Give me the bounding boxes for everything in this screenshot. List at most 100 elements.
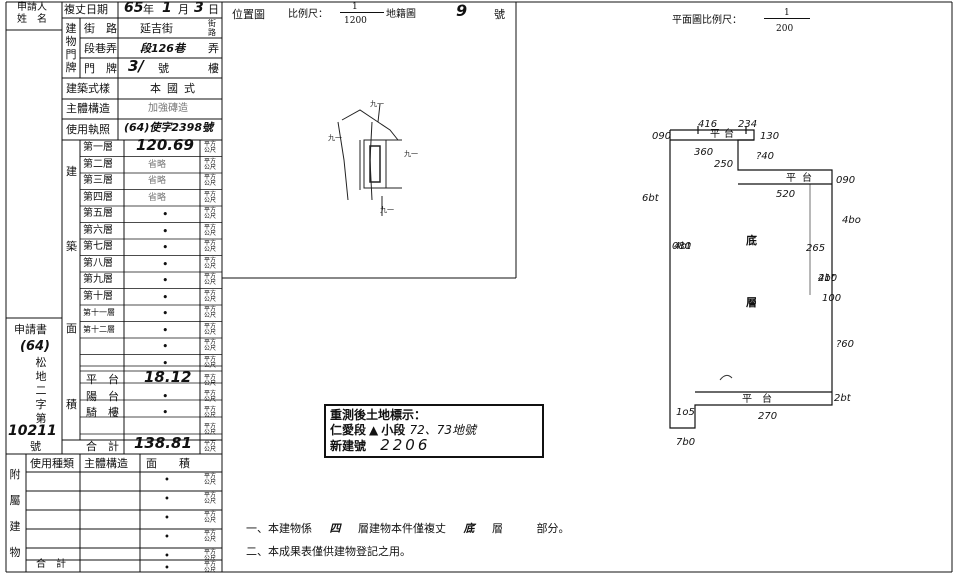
plan-dimension: 270 [758, 411, 778, 422]
unit-sqm: 平方公尺 [204, 157, 217, 171]
lane-value: 段126巷 [140, 42, 185, 55]
street-unit: 街路 [208, 19, 216, 37]
plan-dimension: 4bo [842, 215, 861, 226]
resurvey-line2: 仁愛段▲小段 72、73地號 [330, 423, 476, 437]
floors-label-top: 建 [66, 165, 77, 178]
sheet-number: 9 [456, 1, 468, 20]
floor-value: 省略 [148, 159, 167, 170]
annex-area-dot: • [164, 513, 170, 524]
unit-sqm: 平方公尺 [204, 423, 217, 436]
unit-sqm: 平方公尺 [204, 374, 217, 387]
plan-dimension: 090 [652, 131, 672, 142]
unit-sqm: 平方公尺 [204, 289, 217, 303]
svg-text:九一: 九一 [380, 205, 394, 214]
building-style-value: 本國式 [150, 82, 201, 95]
unit-sqm: 平方公尺 [204, 473, 217, 486]
building-style-label: 建築式樣 [66, 82, 110, 95]
floor-label: 第八層 [83, 257, 113, 269]
plan-dimension: 250 [714, 159, 734, 170]
unit-sqm: 平方公尺 [204, 492, 217, 505]
floors-label-bot: 面 [66, 322, 77, 335]
unit-sqm: 平方公尺 [204, 322, 217, 336]
note-line1: 一、本建物係 四 層建物本件僅複丈 底 層 部分。 [246, 522, 570, 535]
floor-label: 第十層 [83, 290, 113, 302]
floor-value: • [162, 356, 169, 370]
unit-sqm: 平方公尺 [204, 511, 217, 524]
application-label: 申請書 [14, 323, 47, 336]
floor-label: 第六層 [83, 224, 113, 236]
lane-unit: 弄 [208, 42, 219, 55]
floors-label-mid: 築 [66, 240, 77, 253]
unit-sqm: 平方公尺 [204, 207, 217, 220]
plan-dimension: 265 [806, 243, 826, 254]
floor-value: • [162, 241, 169, 254]
svg-text:九一: 九一 [328, 133, 342, 142]
resurvey-line1: 重測後土地標示： [330, 408, 427, 422]
unit-sqm: 平方公尺 [204, 273, 217, 286]
resurvey-stamp: 重測後土地標示： 仁愛段▲小段 72、73地號 新建號 2206 [324, 404, 544, 458]
location-map-scale-num: 1 [352, 2, 358, 12]
street-value: 延吉街 [140, 22, 173, 35]
application-year: (64) [20, 339, 50, 354]
plan-platform-top: 平台 [710, 129, 738, 140]
survey-date-year: 65 [124, 0, 144, 16]
location-map-scale-label: 比例尺： [288, 9, 328, 20]
platform-value: 18.12 [144, 368, 192, 386]
unit-sqm: 平方公尺 [204, 256, 217, 270]
plan-dimension: 6bt [642, 193, 659, 204]
plan-scale-num: 1 [784, 8, 790, 18]
license-value: (64)使字2398號 [124, 121, 213, 134]
number-value: 3/ [128, 57, 144, 75]
unit-sqm: 平方公尺 [204, 549, 217, 562]
survey-date-month-unit: 月 [178, 3, 189, 16]
plan-dimension: 520 [776, 189, 796, 200]
plan-platform-bottom: 平 台 [742, 394, 772, 405]
balcony-label: 陽 台 [86, 390, 119, 403]
plan-floor-word: 底 [746, 234, 757, 247]
platform-label: 平 台 [86, 373, 119, 386]
plan-dimension: 1o5 [676, 407, 695, 418]
floor-value: 省略 [148, 192, 167, 203]
annex-area-dot: • [164, 494, 170, 505]
unit-sqm: 平方公尺 [204, 306, 217, 319]
annex-total-label: 合 計 [36, 559, 66, 570]
floor-label: 第九層 [83, 274, 113, 285]
unit-sqm: 平方公尺 [204, 141, 217, 154]
location-map-scale-den: 1200 [344, 16, 367, 26]
annex-area-dot: • [164, 475, 170, 486]
survey-date-year-unit: 年 [143, 3, 154, 16]
balcony-value: • [162, 390, 169, 403]
floor-value: • [162, 274, 169, 287]
annex-area-dot: • [164, 532, 170, 543]
applicant-label: 申請人 姓 名 [17, 2, 47, 25]
unit-sqm: 平方公尺 [204, 561, 217, 574]
unit-sqm: 平方公尺 [204, 355, 217, 369]
resurvey-line3: 新建號 2206 [330, 436, 431, 454]
plan-dimension: 234 [738, 119, 758, 130]
unit-sqm: 平方公尺 [204, 240, 217, 253]
unit-sqm: 平方公尺 [204, 174, 217, 187]
number-label: 門 牌 [84, 62, 117, 75]
floor-value: • [162, 224, 169, 238]
floor-label: 第四層 [83, 191, 113, 203]
main-structure-value: 加強磚造 [148, 103, 188, 114]
house-number-label: 建物門牌 [65, 22, 77, 74]
floor-label: 第三層 [83, 175, 113, 186]
annex-area-dot: • [164, 551, 170, 562]
plan-dimension: 410 [818, 273, 838, 284]
plan-dimension: 2bt [818, 273, 835, 284]
annex-title: 附屬建物 [9, 468, 21, 559]
plan-dimension: 360 [694, 147, 714, 158]
sheet-unit: 號 [494, 8, 505, 21]
plan-dimension: 100 [822, 293, 842, 304]
application-number: 10211 [8, 423, 57, 439]
plan-dimension: ?40 [756, 151, 775, 162]
arcade-value: • [162, 406, 169, 419]
floor-value: • [162, 208, 169, 221]
unit-sqm: 平方公尺 [204, 440, 217, 453]
floor-value: • [162, 307, 169, 320]
total-value: 138.81 [134, 434, 192, 452]
plan-scale-line [764, 18, 810, 19]
survey-date-month: 1 [162, 0, 172, 16]
